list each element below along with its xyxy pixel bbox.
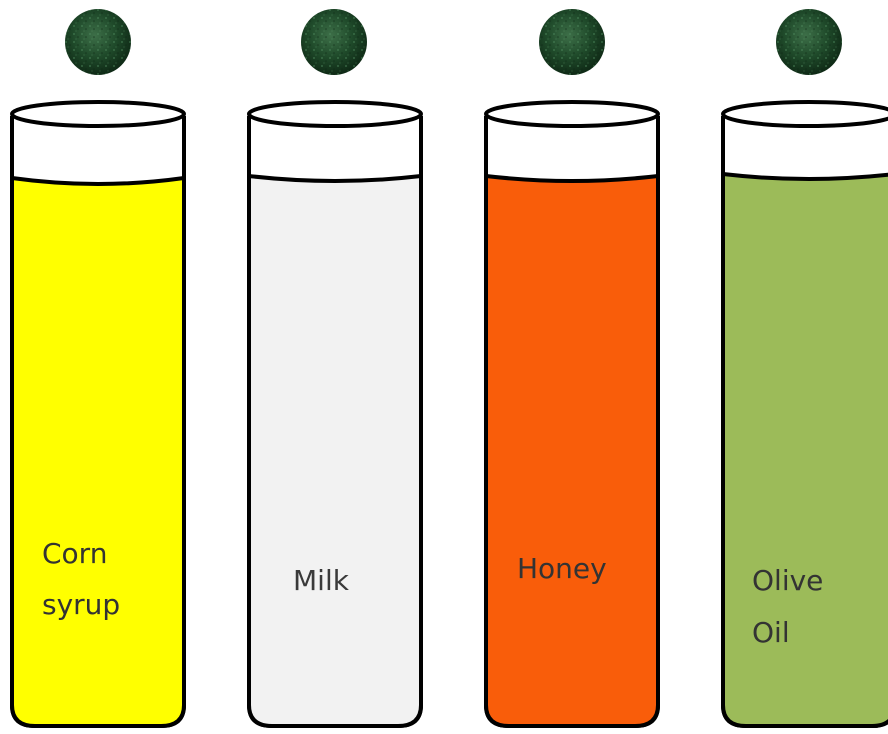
cylinder-rim — [249, 102, 421, 126]
liquid-fill — [12, 178, 184, 726]
liquid-fill — [486, 176, 658, 726]
marble-speckle — [301, 9, 367, 75]
liquid-label-line-1: Honey — [517, 552, 607, 585]
cylinder-milk: Milk — [249, 9, 421, 726]
cylinder-corn-syrup: Corn syrup — [12, 9, 184, 726]
liquid-label-line-1: Olive — [752, 564, 823, 597]
marble-speckle — [776, 9, 842, 75]
liquid-label-line-1: Milk — [293, 564, 350, 597]
cylinder-rim — [12, 102, 184, 126]
liquid-fill — [249, 176, 421, 726]
liquid-label-line-2: syrup — [42, 588, 120, 621]
marble-speckle — [539, 9, 605, 75]
cylinder-rim — [723, 102, 888, 126]
cylinder-honey: Honey — [486, 9, 658, 726]
liquid-fill — [723, 174, 888, 726]
liquid-label-line-1: Corn — [42, 537, 107, 570]
liquid-label-line-2: Oil — [752, 616, 790, 649]
marble-speckle — [65, 9, 131, 75]
cylinder-rim — [486, 102, 658, 126]
cylinder-olive-oil: Olive Oil — [723, 9, 888, 726]
